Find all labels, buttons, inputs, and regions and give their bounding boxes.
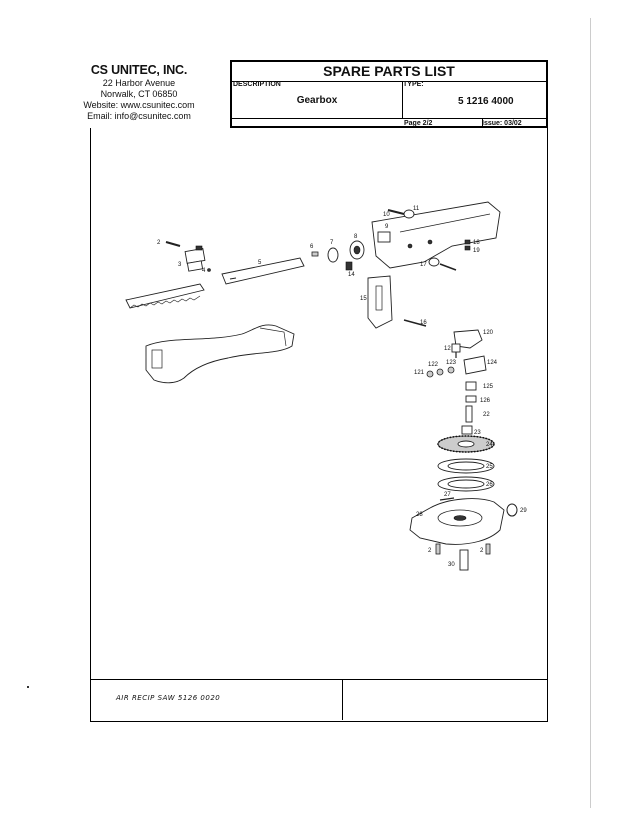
part-saw-blade	[125, 283, 205, 309]
callout: 14	[348, 272, 355, 278]
callout: 5	[258, 260, 262, 266]
part-housing	[371, 201, 501, 269]
callout: 125	[483, 384, 494, 390]
company-name: CS UNITEC, INC.	[90, 63, 188, 77]
part-gearbox-base	[409, 498, 505, 545]
document-title: SPARE PARTS LIST	[232, 62, 546, 82]
callout: 29	[520, 508, 527, 514]
description-label: DESCRIPTION	[233, 81, 281, 88]
callout: 4	[202, 268, 206, 274]
callout: 16	[420, 320, 427, 326]
callout: 120	[483, 330, 494, 336]
callout: 2	[428, 548, 432, 554]
footer-divider	[342, 680, 343, 720]
callout: 2	[480, 548, 484, 554]
page-edge-line	[590, 18, 591, 808]
type-value: 5 1216 4000	[458, 96, 514, 107]
callout: 22	[483, 412, 490, 418]
callout: 11	[413, 206, 420, 212]
callout: 3	[178, 262, 182, 268]
scan-speck	[27, 686, 29, 688]
page-number: Page 2/2	[402, 119, 483, 128]
callout: 30	[448, 562, 455, 568]
callout: 8	[354, 234, 358, 240]
issue-date: Issue: 03/02	[482, 120, 522, 127]
company-address-line1: 22 Harbor Avenue	[102, 78, 176, 88]
type-cell: TYPE: 5 1216 4000	[402, 81, 546, 119]
company-website: Website: www.csunitec.com	[83, 100, 195, 110]
drawing-frame	[90, 128, 548, 680]
callout: 122	[428, 362, 439, 368]
description-cell: DESCRIPTION Gearbox	[232, 81, 403, 119]
callout: 123	[446, 360, 457, 366]
callout: 26	[486, 482, 493, 488]
callout: 126	[480, 398, 491, 404]
callout: 28	[416, 512, 423, 518]
callout: 124	[487, 360, 498, 366]
callout: 17	[420, 262, 427, 268]
callout: 19	[473, 248, 480, 254]
part-plunger	[221, 257, 305, 285]
callout: 9	[385, 224, 389, 230]
callout: 7	[330, 240, 334, 246]
callout: 12	[444, 346, 451, 352]
callout: 10	[383, 212, 390, 218]
company-address-line2: Norwalk, CT 06850	[100, 89, 178, 99]
callout: 27	[444, 492, 451, 498]
part-handle	[145, 324, 295, 384]
callout: 25	[486, 464, 493, 470]
part-blade-clamp	[184, 245, 206, 272]
callout: 2	[157, 240, 161, 246]
callout: 15	[360, 296, 367, 302]
footer-box	[90, 680, 548, 722]
callout: 24	[486, 442, 493, 448]
type-label: TYPE:	[403, 81, 424, 88]
callout: 121	[414, 370, 425, 376]
part-guide-bracket	[367, 275, 393, 329]
description-value: Gearbox	[296, 95, 338, 106]
handwritten-note: AIR RECIP SAW 5126 0020	[116, 694, 221, 702]
callout-labels: 2 3 4 5 6 7 8 9 10 11 14 15 16 17 18 19 …	[157, 206, 527, 568]
company-email: Email: info@csunitec.com	[87, 111, 191, 121]
parts-list-header: SPARE PARTS LIST DESCRIPTION Gearbox TYP…	[230, 60, 548, 128]
callout: 6	[310, 244, 314, 250]
part-gear	[437, 435, 495, 453]
callout: 18	[473, 240, 480, 246]
callout: 23	[474, 430, 481, 436]
